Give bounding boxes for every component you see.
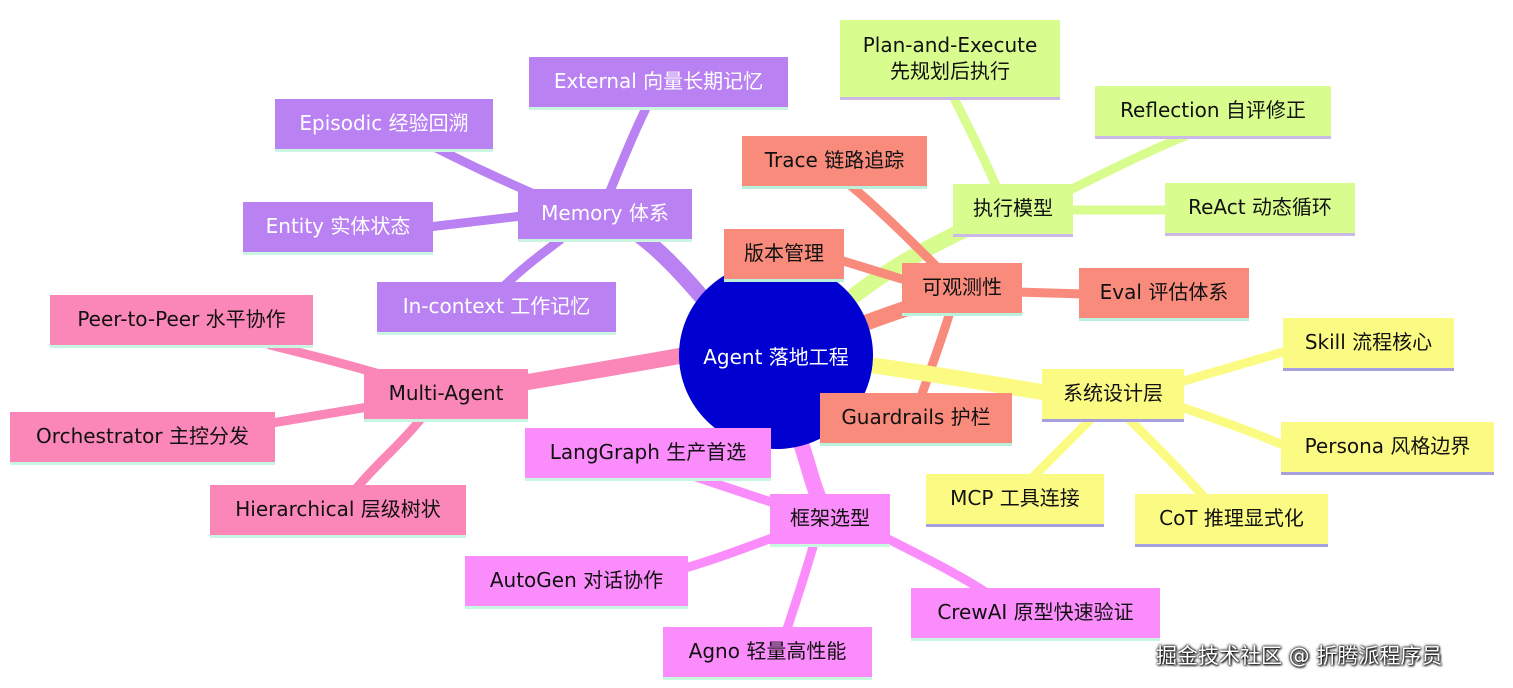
execution-react-node[interactable]: ReAct 动态循环 <box>1165 183 1355 236</box>
observability-branch-node[interactable]: 可观测性 <box>902 263 1022 316</box>
framework-langgraph-node[interactable]: LangGraph 生产首选 <box>525 428 771 481</box>
observability-guardrails-node[interactable]: Guardrails 护栏 <box>820 393 1012 446</box>
edge-center-system <box>862 357 1068 403</box>
edge-observability-version <box>835 255 910 285</box>
execution-branch-node[interactable]: 执行模型 <box>953 184 1073 237</box>
edge-multiagent-orchestrator <box>255 400 385 430</box>
multiagent-orchestrator-node[interactable]: Orchestrator 主控分发 <box>10 412 275 465</box>
edge-memory-entity <box>415 210 535 233</box>
edge-center-multiagent <box>502 347 693 393</box>
memory-episodic-node[interactable]: Episodic 经验回溯 <box>275 99 493 152</box>
observability-eval-node[interactable]: Eval 评估体系 <box>1079 268 1249 321</box>
system-skill-node[interactable]: Skill 流程核心 <box>1283 318 1454 371</box>
framework-autogen-node[interactable]: AutoGen 对话协作 <box>465 556 688 609</box>
memory-incontext-node[interactable]: In-context 工作记忆 <box>377 282 616 335</box>
memory-entity-node[interactable]: Entity 实体状态 <box>243 202 433 255</box>
framework-agno-node[interactable]: Agno 轻量高性能 <box>663 627 872 680</box>
multiagent-peer-node[interactable]: Peer-to-Peer 水平协作 <box>50 295 313 348</box>
memory-branch-node[interactable]: Memory 体系 <box>518 189 692 242</box>
multiagent-hierarchical-node[interactable]: Hierarchical 层级树状 <box>210 485 466 538</box>
execution-plan-node[interactable]: Plan-and-Execute 先规划后执行 <box>840 20 1060 100</box>
system-design-branch-node[interactable]: 系统设计层 <box>1042 369 1184 422</box>
observability-version-node[interactable]: 版本管理 <box>724 229 844 282</box>
edge-multiagent-hierarchical <box>350 415 425 495</box>
memory-external-node[interactable]: External 向量长期记忆 <box>529 57 788 110</box>
edge-execution-plan <box>950 95 1005 200</box>
edge-framework-crewai <box>875 530 995 600</box>
system-mcp-node[interactable]: MCP 工具连接 <box>926 474 1104 527</box>
system-persona-node[interactable]: Persona 风格边界 <box>1281 422 1494 475</box>
edge-system-skill <box>1165 345 1295 390</box>
edge-system-mcp <box>1025 415 1095 485</box>
edge-observability-eval <box>1010 287 1090 299</box>
system-cot-node[interactable]: CoT 推理显式化 <box>1135 494 1328 547</box>
framework-branch-node[interactable]: 框架选型 <box>770 494 890 547</box>
framework-crewai-node[interactable]: CrewAI 原型快速验证 <box>911 588 1160 641</box>
observability-trace-node[interactable]: Trace 链路追踪 <box>742 136 927 189</box>
edge-system-persona <box>1170 400 1295 453</box>
edge-framework-agno <box>780 535 820 640</box>
multiagent-branch-node[interactable]: Multi-Agent <box>364 369 528 422</box>
edge-observability-guardrails <box>915 307 955 405</box>
watermark-text: 掘金技术社区 @ 折腾派程序员 <box>1156 644 1443 668</box>
execution-reflection-node[interactable]: Reflection 自评修正 <box>1095 86 1331 139</box>
